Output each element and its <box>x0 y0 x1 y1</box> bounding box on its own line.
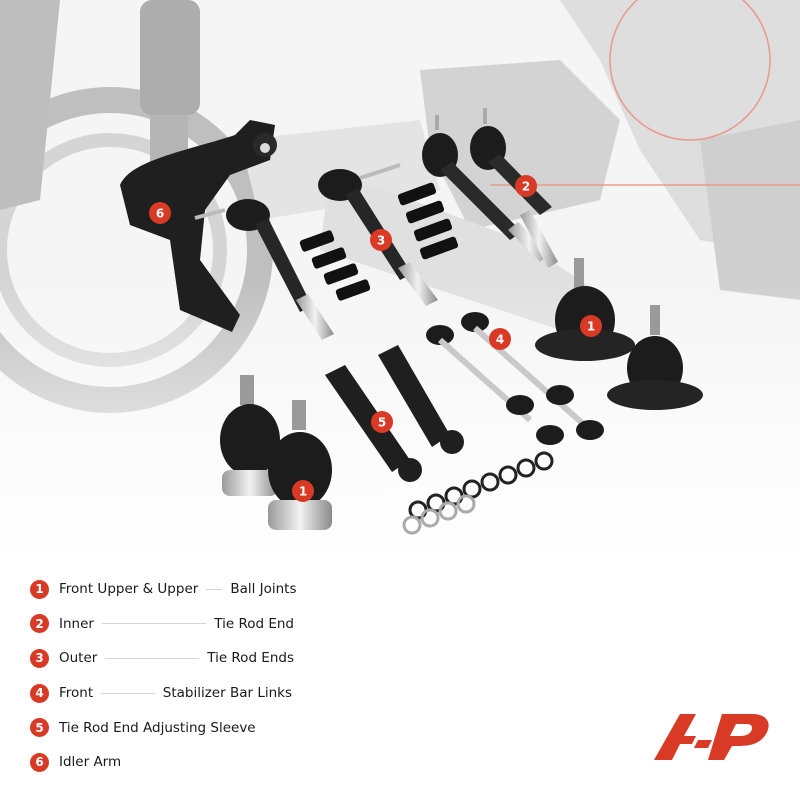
lower-ball-joints <box>220 375 332 530</box>
legend-label: Outer <box>59 650 98 667</box>
svg-text:2: 2 <box>522 180 530 194</box>
number-badge: 3 <box>30 648 49 668</box>
callout-2: 2 <box>515 175 537 197</box>
legend-label: Front <box>59 685 94 702</box>
number-badge: 4 <box>30 683 49 703</box>
leader-line <box>101 692 155 694</box>
parts-legend: 1 Front Upper & Upper Ball Joints 2 Inne… <box>30 572 510 780</box>
leader-line <box>105 657 200 659</box>
upper-ball-joints <box>535 258 703 410</box>
svg-text:4: 4 <box>496 333 504 347</box>
legend-item-6: 6 Idler Arm <box>30 745 510 780</box>
callout-1-right: 1 <box>580 315 602 337</box>
legend-item-5: 5 Tie Rod End Adjusting Sleeve <box>30 710 510 745</box>
number-badge: 2 <box>30 614 49 634</box>
hardware-bolts <box>299 182 459 301</box>
product-illustration: 6 3 2 1 4 5 1 <box>0 0 800 560</box>
legend-value: Tie Rod Ends <box>207 650 294 667</box>
svg-text:6: 6 <box>156 207 164 221</box>
legend-value: Stabilizer Bar Links <box>162 685 292 702</box>
number-badge: 6 <box>30 752 49 772</box>
washers <box>402 451 554 535</box>
legend-label: Inner <box>59 615 94 632</box>
legend-value: Tie Rod End <box>214 615 294 632</box>
a-premium-logo <box>654 714 769 760</box>
number-badge: 1 <box>30 579 49 599</box>
legend-label: Tie Rod End Adjusting Sleeve <box>59 719 256 736</box>
svg-text:1: 1 <box>587 320 595 334</box>
callout-6: 6 <box>149 202 171 224</box>
legend-item-4: 4 Front Stabilizer Bar Links <box>30 676 292 711</box>
leader-line <box>206 588 223 590</box>
callout-5: 5 <box>371 411 393 433</box>
svg-text:5: 5 <box>378 416 386 430</box>
idler-arm <box>120 120 277 332</box>
callout-1-left: 1 <box>292 480 314 502</box>
callout-3: 3 <box>370 229 392 251</box>
callout-4: 4 <box>489 328 511 350</box>
adjusting-sleeves <box>325 345 464 482</box>
legend-item-3: 3 Outer Tie Rod Ends <box>30 641 294 676</box>
inner-tie-rods <box>422 108 558 268</box>
legend-value: Ball Joints <box>230 581 297 598</box>
svg-text:1: 1 <box>299 485 307 499</box>
svg-text:3: 3 <box>377 234 385 248</box>
leader-line <box>101 623 207 625</box>
legend-item-2: 2 Inner Tie Rod End <box>30 607 294 642</box>
number-badge: 5 <box>30 718 49 738</box>
legend-label: Front Upper & Upper <box>59 581 199 598</box>
legend-item-1: 1 Front Upper & Upper Ball Joints <box>30 572 510 607</box>
legend-label: Idler Arm <box>59 754 122 771</box>
